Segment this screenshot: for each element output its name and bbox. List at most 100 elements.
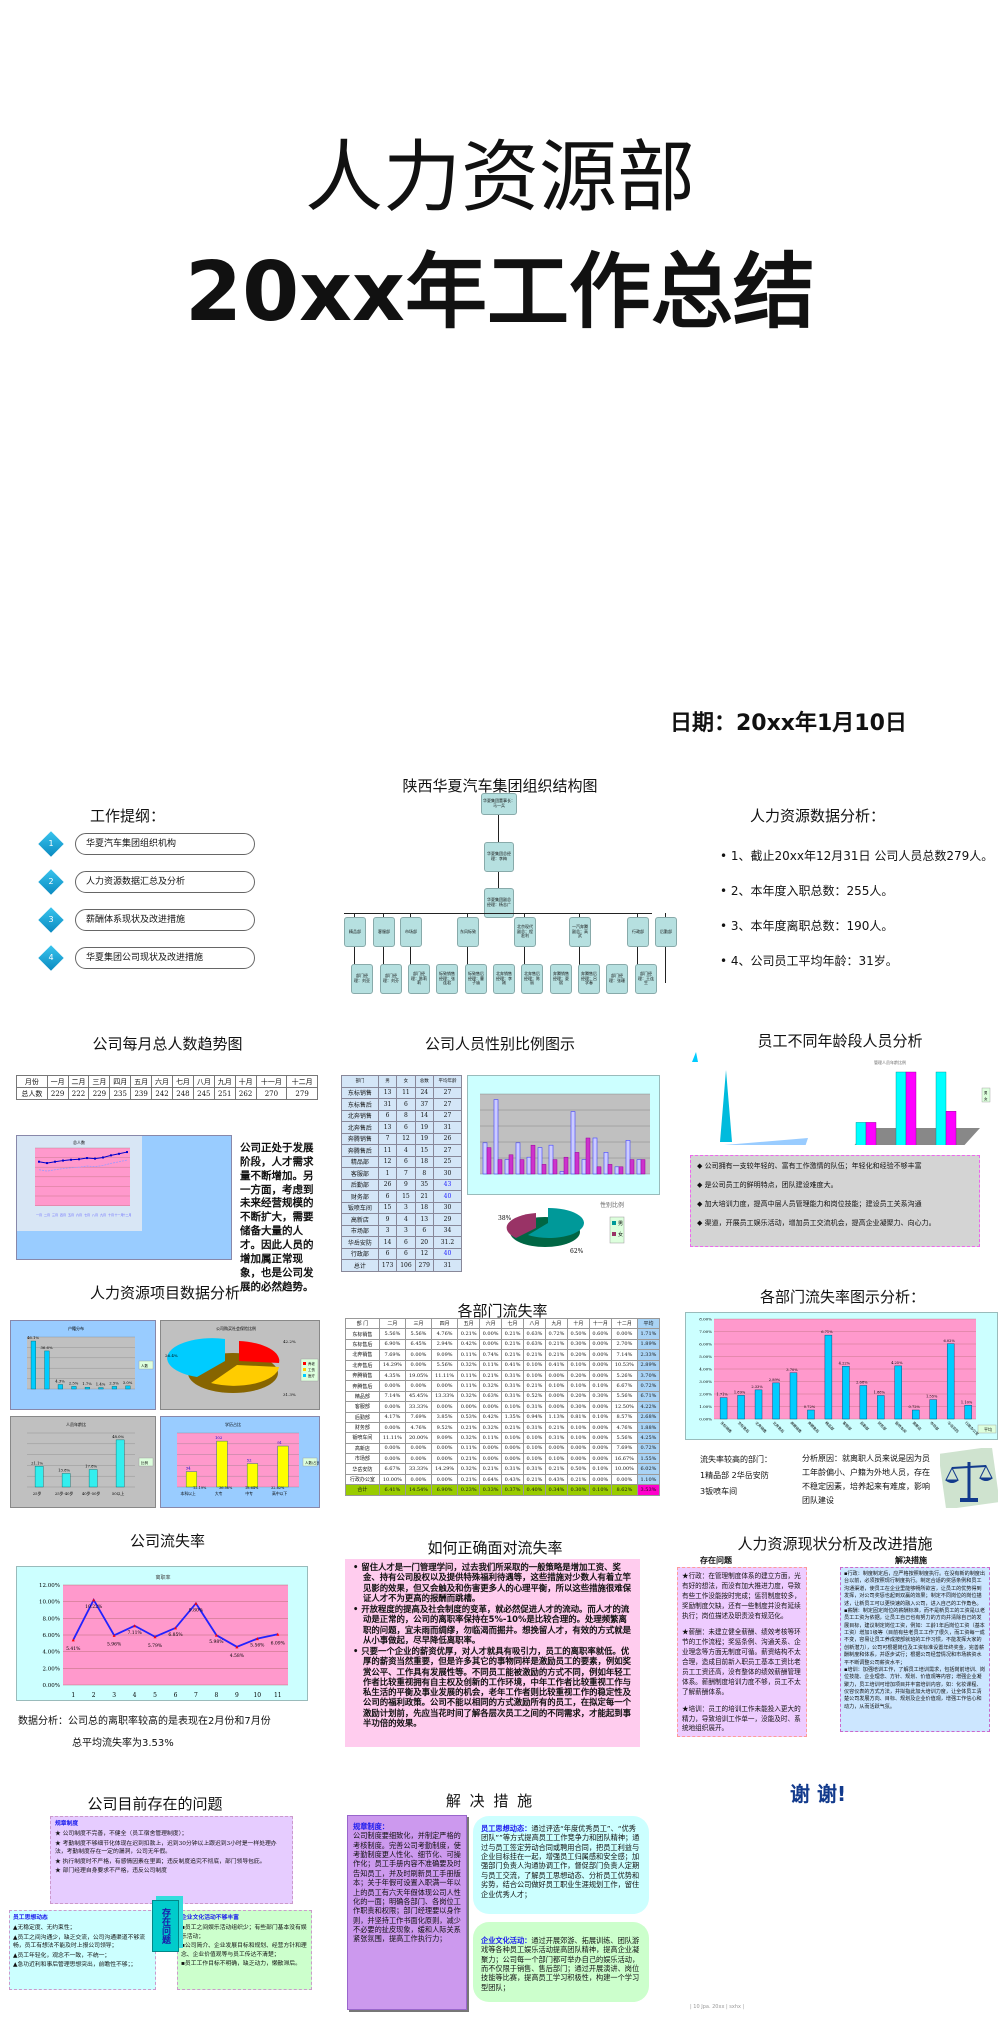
hrdata-item: • 4、公司员工平均年龄：31岁。 xyxy=(720,954,898,968)
table-cell: 0.21% xyxy=(523,1380,546,1392)
solve-mind-box: 员工思想动态：通过评选“年度优秀员工”、“优秀团队””等方式提高员工工作竞争力和… xyxy=(473,1816,649,1914)
issue-title: 员工思想动态 xyxy=(13,1915,48,1921)
org-dept: 北京现代副总：程宏利 xyxy=(514,917,536,947)
table-cell: 0.00% xyxy=(431,1473,459,1486)
table-row: 部门男女总数平均年龄 xyxy=(341,1075,463,1088)
table-cell: 262 xyxy=(234,1087,257,1100)
bar-female xyxy=(640,1159,646,1175)
table-cell: 0.10% xyxy=(523,1359,546,1371)
table-cell: 13 xyxy=(377,1121,398,1134)
pct-label: 18.64% xyxy=(245,1486,259,1490)
pie-slice xyxy=(211,1365,279,1386)
org-manager: 奔腾销售经理：夏斌 xyxy=(550,964,572,994)
x-tick-label: 钣喷车间 xyxy=(894,1420,908,1434)
table-cell: 0.00% xyxy=(378,1401,406,1413)
table-cell: 合计 xyxy=(345,1484,380,1496)
y-tick-label: 0.00% xyxy=(43,1683,60,1689)
table-cell: 3 xyxy=(377,1224,398,1237)
pie-slice-male xyxy=(528,1207,584,1238)
x-tick-label: 财务部 xyxy=(877,1420,888,1431)
issues-culture-box: 企业文化活动不够丰富▪员工之间娱乐活动组织少；有些部门基本没有娱乐活动；▪公司简… xyxy=(177,1910,312,1990)
table-cell: 33.33% xyxy=(404,1401,433,1413)
pie-label: 26.4% xyxy=(165,1353,178,1358)
legend-label: 人数/占比 xyxy=(305,1460,320,1465)
table-cell: 30 xyxy=(432,1201,463,1214)
outline-item-3[interactable]: 薪酬体系现状及改进措施 xyxy=(75,909,255,931)
table-cell: 6 xyxy=(396,1247,416,1260)
table-cell: 0.00% xyxy=(457,1401,481,1413)
table-cell: 0.30% xyxy=(566,1484,590,1496)
table-cell: 0.31% xyxy=(501,1369,525,1382)
bar xyxy=(929,1399,937,1420)
x-tick-label: 中专 xyxy=(245,1491,253,1496)
table-cell: 12 xyxy=(396,1132,416,1145)
outline-item-4[interactable]: 华夏集团公司现状及改进措施 xyxy=(75,947,255,969)
table-cell: 6 xyxy=(377,1109,398,1122)
table-cell: 北奔销售 xyxy=(341,1109,379,1122)
table-cell: 0.00% xyxy=(479,1453,503,1465)
org-connector xyxy=(467,913,468,983)
issue-item: ★ 考勤制度不够细节化体现在迟到扣款上，迟到30分钟以上跟迟到3小时是一样处理办… xyxy=(55,1840,277,1856)
table-cell: 0.10% xyxy=(523,1432,546,1444)
x-tick-label: 十一月 xyxy=(114,1212,123,1217)
table-cell: 14 xyxy=(414,1109,434,1122)
data-label: 48.0% xyxy=(112,1434,124,1439)
table-cell: 0.32% xyxy=(457,1359,481,1371)
outline-item-2[interactable]: 人力资源数据汇总及分析 xyxy=(75,871,255,893)
gender-title: 公司人员性别比例图示 xyxy=(424,1035,575,1053)
x-tick-label: 8 xyxy=(214,1692,218,1699)
pie-label: 38% xyxy=(498,1215,512,1222)
table-cell: 钣喷车间 xyxy=(345,1432,380,1444)
table-cell: 0.00% xyxy=(404,1473,433,1486)
table-cell: 1.55% xyxy=(636,1453,661,1465)
table-cell: 平均 xyxy=(636,1317,661,1330)
legend-label: 人数 xyxy=(141,1363,148,1368)
spike-floor xyxy=(724,1138,808,1145)
table-cell: 0.00% xyxy=(479,1328,503,1340)
table-cell: 0.32% xyxy=(457,1390,481,1403)
table-cell: 0.21% xyxy=(457,1453,481,1465)
table-cell: 0.30% xyxy=(566,1401,590,1413)
table-cell: 0.21% xyxy=(501,1328,525,1340)
companyloss-analysis-1: 数据分析：公司总的离职率较高的是表现在2月份和7月份 xyxy=(18,1716,271,1727)
data-label: 46.1% xyxy=(27,1335,39,1340)
org-connector xyxy=(410,913,411,983)
bar xyxy=(946,1343,955,1420)
y-tick-label: 5.00% xyxy=(699,1354,712,1359)
org-manager: 部门经理：刘亚 xyxy=(351,964,373,994)
data-label: 4.22% xyxy=(839,1361,851,1365)
data-point xyxy=(71,1638,75,1642)
table-cell: 9.52% xyxy=(431,1421,459,1434)
bar-female xyxy=(905,1071,917,1145)
high-loss-1: 1精品部 2华岳安防 xyxy=(700,1471,769,1480)
x-tick-label: 六月 xyxy=(76,1212,82,1217)
data-label: 17.8% xyxy=(85,1464,97,1469)
y-tick-label: 7.00% xyxy=(699,1329,712,1334)
table-cell: 0.10% xyxy=(566,1380,590,1392)
x-tick-label: 北奔销售 xyxy=(754,1420,768,1434)
outline-item-1[interactable]: 华夏汽车集团组织机构 xyxy=(75,833,255,855)
x-tick-label: 1 xyxy=(71,1692,75,1699)
table-cell: 15 xyxy=(396,1190,416,1203)
pie-slice xyxy=(239,1341,280,1363)
issue-item: ▪员工工作目标不明确，缺乏动力，懒散滞后。 xyxy=(181,1960,301,1967)
org-connector xyxy=(665,913,666,983)
table-cell: 4.17% xyxy=(378,1411,406,1423)
data-label: 2.5% xyxy=(69,1380,79,1385)
org-dept: 一汽奔腾副总：高武 xyxy=(569,917,591,947)
table-cell: 13 xyxy=(414,1213,434,1226)
table-cell: 8 xyxy=(414,1167,434,1180)
monthly-chart: 总人数一月二月三月四月五月六月七月八月九月十月十一月十二月 xyxy=(17,1136,142,1231)
table-cell: 20.00% xyxy=(404,1432,433,1444)
pie-label: 31.3% xyxy=(283,1392,296,1397)
table-cell: 后勤部 xyxy=(345,1411,380,1423)
table-cell: 0.34% xyxy=(544,1484,568,1496)
table-cell: 19 xyxy=(414,1132,434,1145)
data-label: 2.33% xyxy=(751,1385,763,1389)
cover-subtitle: 20xx年工作总结 xyxy=(185,245,815,340)
